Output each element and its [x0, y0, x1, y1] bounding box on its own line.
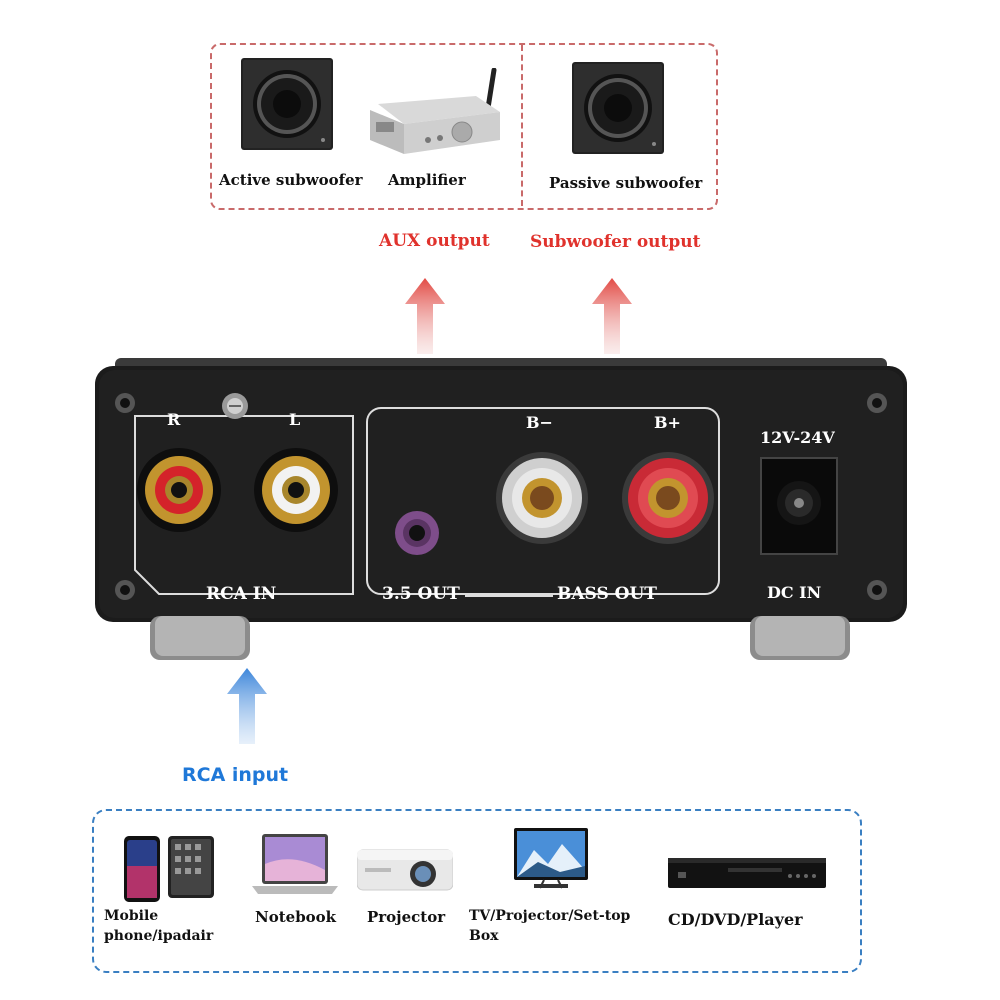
- ipad-image: [168, 836, 214, 898]
- amplifier-image: [368, 67, 503, 160]
- active-subwoofer-label: Active subwoofer: [219, 171, 363, 189]
- rca-input-arrow-icon: [227, 668, 267, 744]
- aux-output-arrow-icon: [405, 278, 445, 354]
- mobile-phone-image: [124, 836, 160, 902]
- out-35-label: 3.5 OUT: [382, 584, 460, 604]
- projector-image: [356, 840, 454, 892]
- device-rear-panel: [95, 358, 907, 660]
- notebook-image: [252, 834, 338, 896]
- passive-subwoofer-label: Passive subwoofer: [549, 174, 703, 192]
- aux-output-label: AUX output: [379, 231, 490, 251]
- cd-player-label: CD/DVD/Player: [668, 910, 803, 929]
- subwoofer-output-arrow-icon: [592, 278, 632, 354]
- cd-player-image: [668, 858, 826, 890]
- rca-input-label: RCA input: [182, 764, 289, 786]
- dc-in-label: DC IN: [767, 583, 822, 602]
- tv-label: TV/Projector/Set-top Box: [469, 908, 631, 944]
- subwoofer-output-label: Subwoofer output: [530, 232, 701, 252]
- bass-out-line-left: [465, 595, 553, 597]
- bass-out-label: BASS OUT: [557, 584, 657, 604]
- rca-r-label: R: [167, 410, 181, 429]
- tv-image: [514, 828, 588, 894]
- box-divider: [521, 45, 523, 206]
- input-devices-box: [92, 809, 862, 973]
- rca-l-label: L: [289, 410, 301, 429]
- voltage-label: 12V-24V: [760, 428, 835, 447]
- b-minus-label: B−: [526, 413, 553, 432]
- mobile-label: Mobile phone/ipadair: [104, 908, 214, 944]
- output-devices-box: [210, 43, 718, 210]
- amplifier-label: Amplifier: [388, 171, 466, 189]
- active-subwoofer-image: [241, 58, 333, 150]
- passive-subwoofer-image: [572, 62, 664, 154]
- rca-in-label: RCA IN: [206, 584, 277, 604]
- projector-label: Projector: [367, 908, 446, 926]
- b-plus-label: B+: [654, 413, 681, 432]
- notebook-label: Notebook: [255, 908, 337, 926]
